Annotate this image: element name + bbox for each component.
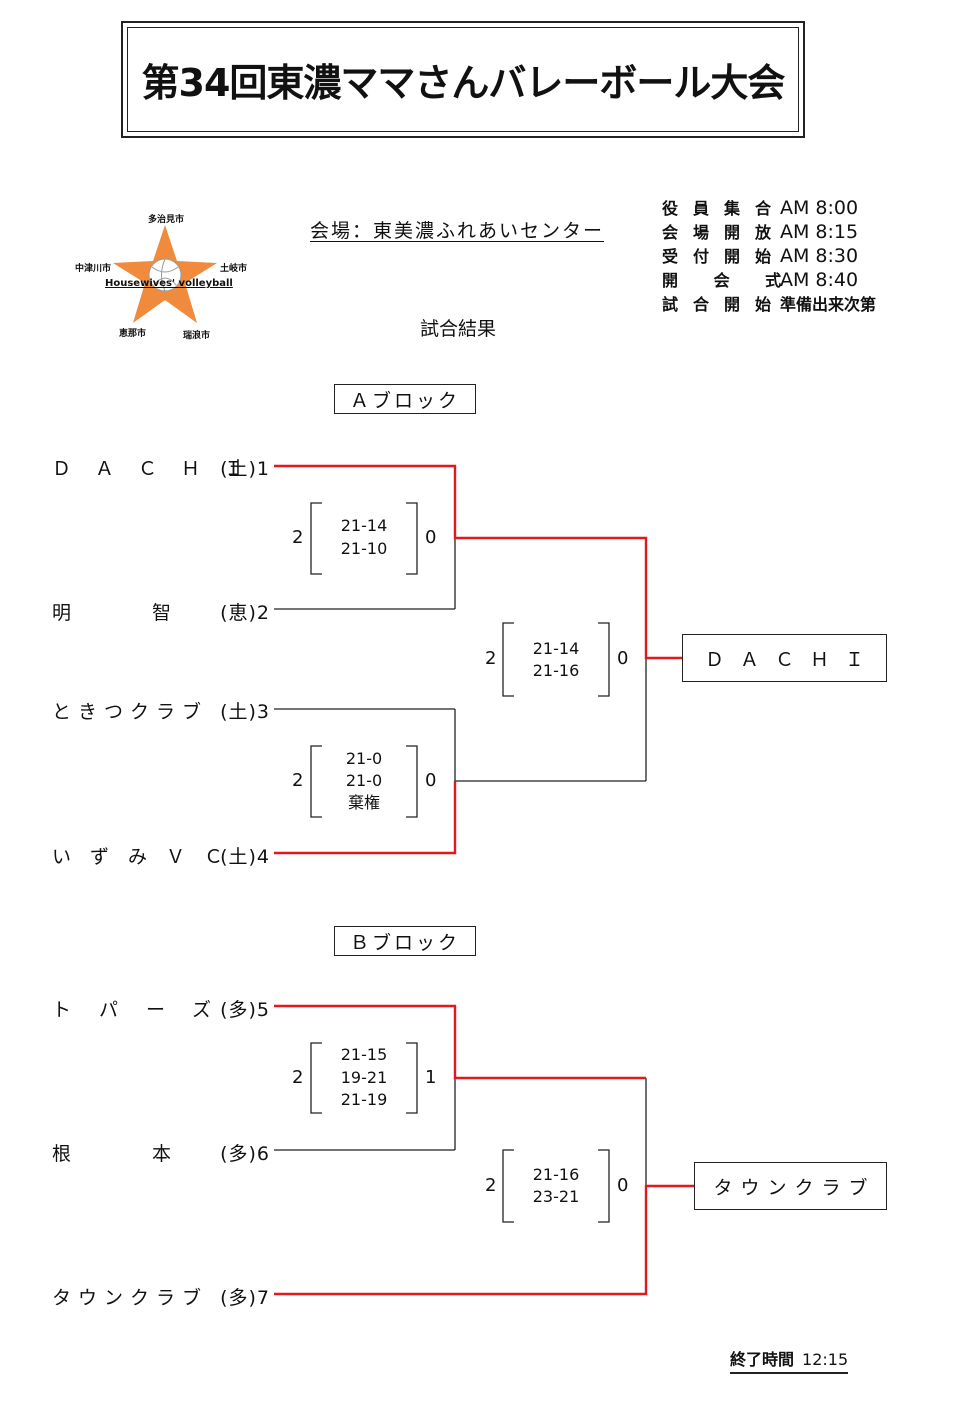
end-time: 終了時間 12:15 xyxy=(730,1346,849,1374)
block-b-winner: タウンクラブ xyxy=(694,1162,887,1210)
set-score: 21-0 xyxy=(345,771,383,790)
team-entry: ＤＡＣＨＩ (土)1 xyxy=(52,454,270,481)
end-time-label: 終了時間 xyxy=(730,1350,795,1369)
team-suffix: (土)3 xyxy=(220,701,270,723)
block-b-label: Ｂブロック xyxy=(334,926,476,956)
match-score-right: 1 xyxy=(425,1067,437,1088)
team-name: 明 智 xyxy=(52,602,178,624)
team-suffix: (土)4 xyxy=(220,846,270,868)
set-score: 21-16 xyxy=(532,1165,580,1184)
team-name: 根 本 xyxy=(52,1143,178,1165)
logo-label-bottom-right: 瑞浪市 xyxy=(183,331,211,341)
team-entry: トパーズ (多)5 xyxy=(52,995,270,1022)
team-entry: タウンクラブ (多)7 xyxy=(52,1283,270,1310)
logo-label-right: 土岐市 xyxy=(220,264,248,274)
match-score-right: 0 xyxy=(617,1175,629,1196)
set-score: 21-14 xyxy=(532,639,580,658)
set-score: 21-10 xyxy=(340,539,388,558)
team-name: ときつクラブ xyxy=(52,701,209,723)
set-score: 19-21 xyxy=(340,1068,388,1087)
set-score: 21-16 xyxy=(532,661,580,680)
schedule-label: 会場開放 xyxy=(662,223,787,242)
schedule-time: AM 8:15 xyxy=(780,221,859,243)
schedule-row: 会場開放AM 8:15 xyxy=(662,219,858,243)
set-score: 21-19 xyxy=(340,1090,388,1109)
team-entry: いずみＶＣ (土)4 xyxy=(52,842,270,869)
match-score-right: 0 xyxy=(425,527,437,548)
team-entry: 明 智 (恵)2 xyxy=(52,598,270,625)
set-score: 23-21 xyxy=(532,1187,580,1206)
schedule-row: 開 会 式AM 8:40 xyxy=(662,267,858,291)
title-box: 第34回東濃ママさんバレーボール大会 xyxy=(121,21,805,138)
block-a-label: Ａブロック xyxy=(334,384,476,414)
team-entry: 根 本 (多)6 xyxy=(52,1139,270,1166)
schedule-time: 準備出来次第 xyxy=(780,295,877,314)
schedule-label: 試合開始 xyxy=(662,295,787,314)
logo-label-bottom-left: 恵那市 xyxy=(119,329,147,339)
set-score: 21-0 xyxy=(345,749,383,768)
schedule-time: AM 8:30 xyxy=(780,245,859,267)
results-heading: 試合結果 xyxy=(420,318,497,340)
schedule-label: 開 会 式 xyxy=(662,271,797,290)
match-score-right: 0 xyxy=(617,648,629,669)
schedule-time: AM 8:40 xyxy=(780,269,859,291)
schedule-time: AM 8:00 xyxy=(780,197,859,219)
team-suffix: (多)7 xyxy=(220,1287,270,1309)
logo-label-left: 中津川市 xyxy=(75,264,112,274)
schedule-row: 役員集合AM 8:00 xyxy=(662,195,858,219)
team-name: タウンクラブ xyxy=(52,1287,209,1309)
set-score: 21-15 xyxy=(340,1045,388,1064)
schedule-row: 受付開始AM 8:30 xyxy=(662,243,858,267)
match-score-left: 2 xyxy=(292,1067,304,1088)
team-name: いずみＶＣ xyxy=(52,846,243,868)
team-suffix: (多)6 xyxy=(220,1143,270,1165)
end-time-value: 12:15 xyxy=(802,1350,849,1369)
team-name: トパーズ xyxy=(52,999,240,1021)
match-score-left: 2 xyxy=(292,527,304,548)
schedule-label: 受付開始 xyxy=(662,247,787,266)
team-suffix: (土)1 xyxy=(220,458,270,480)
match-score-left: 2 xyxy=(485,648,497,669)
title-inner-frame: 第34回東濃ママさんバレーボール大会 xyxy=(127,27,799,132)
team-suffix: (恵)2 xyxy=(220,602,270,624)
team-suffix: (多)5 xyxy=(220,999,270,1021)
block-a-winner: ＤＡＣＨＩ xyxy=(682,634,887,682)
team-name: ＤＡＣＨＩ xyxy=(52,458,268,480)
star-logo-icon xyxy=(113,225,217,323)
logo-caption: Housewives' volleyball xyxy=(105,278,233,289)
match-score-left: 2 xyxy=(292,770,304,791)
logo: 多治見市 中津川市 土岐市 恵那市 瑞浪市 Housewives' volley… xyxy=(70,205,260,345)
venue-label: 会場：東美濃ふれあいセンター xyxy=(310,220,605,242)
schedule-row: 試合開始準備出来次第 xyxy=(662,291,876,315)
match-score-right: 0 xyxy=(425,770,437,791)
logo-label-top: 多治見市 xyxy=(148,215,185,225)
set-score: 21-14 xyxy=(340,516,388,535)
set-score: 棄権 xyxy=(347,793,380,812)
match-score-left: 2 xyxy=(485,1175,497,1196)
schedule-label: 役員集合 xyxy=(662,199,787,218)
team-entry: ときつクラブ (土)3 xyxy=(52,697,270,724)
page-title: 第34回東濃ママさんバレーボール大会 xyxy=(141,61,786,105)
